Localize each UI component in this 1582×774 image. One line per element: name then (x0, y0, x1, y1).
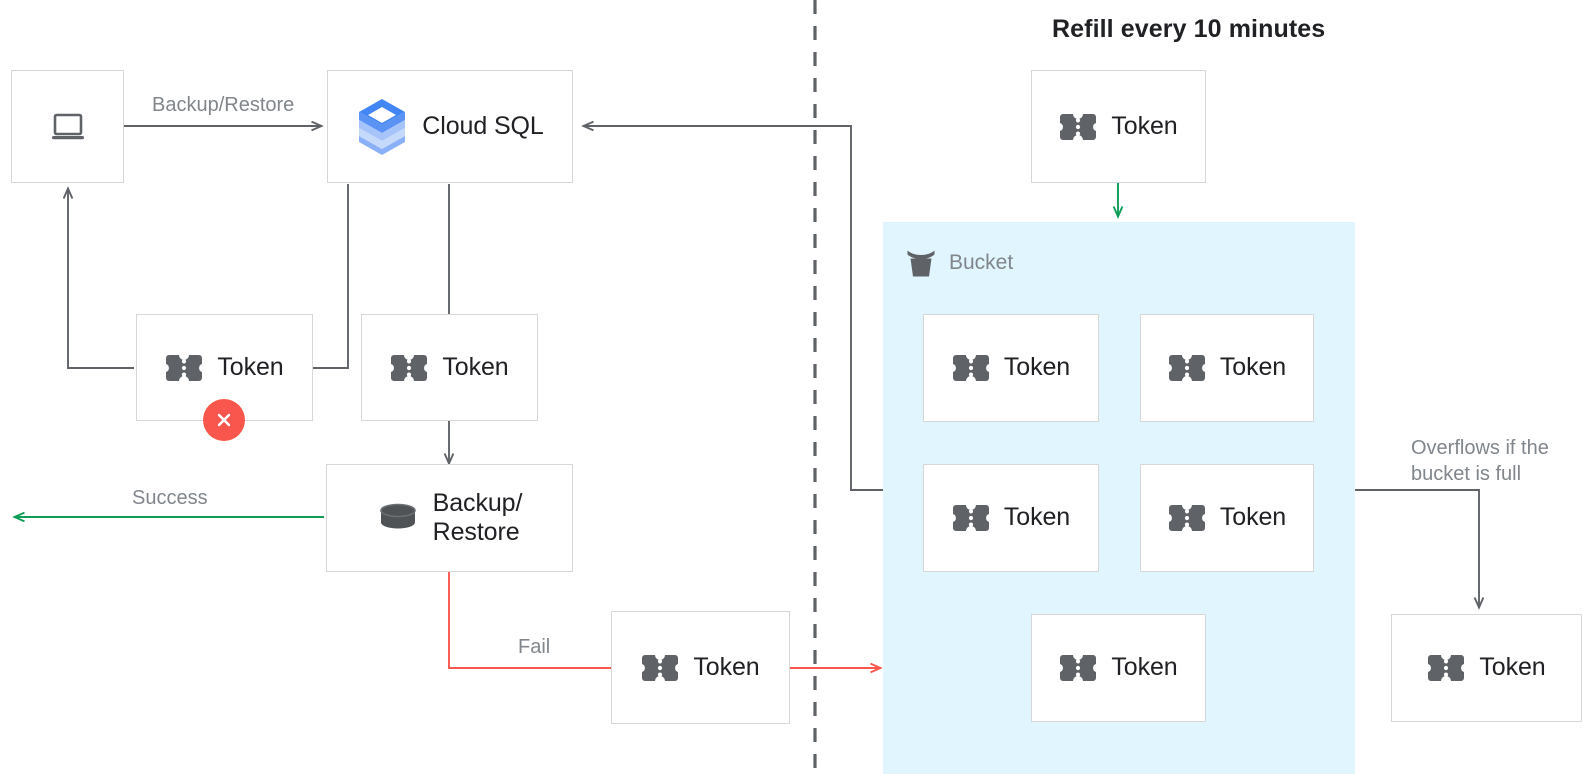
node-token-consumed[interactable]: Token (361, 314, 538, 421)
bucket-label: Bucket (949, 251, 1014, 274)
edge-token-failed-to-client (68, 188, 134, 369)
laptop-icon (48, 111, 88, 143)
bucket-icon (904, 248, 938, 278)
node-backup-restore[interactable]: Backup/ Restore (326, 464, 573, 572)
edge-cloudsql-to-token-failed (313, 184, 349, 369)
node-backup-restore-label: Backup/ Restore (432, 488, 523, 547)
node-bucket-token-4[interactable]: Token (1140, 464, 1314, 572)
node-cloud-sql-label: Cloud SQL (422, 111, 544, 140)
edge-label-backup-restore: Backup/Restore (152, 94, 295, 116)
bucket-label-group: Bucket (904, 248, 1013, 278)
node-token-refill[interactable]: Token (1031, 70, 1206, 183)
token-icon (952, 353, 990, 383)
token-icon (952, 503, 990, 533)
token-icon (390, 353, 428, 383)
node-bucket-token-1[interactable]: Token (923, 314, 1099, 422)
node-token-fail-return-label: Token (693, 652, 760, 681)
node-token-consumed-label: Token (442, 352, 509, 381)
node-token-overflow-label: Token (1479, 653, 1546, 682)
edge-label-fail: Fail (518, 636, 551, 658)
token-icon (1168, 353, 1206, 383)
node-token-fail-return[interactable]: Token (611, 611, 790, 724)
token-icon (641, 653, 679, 683)
node-bucket-token-4-label: Token (1219, 503, 1287, 532)
token-icon (1427, 653, 1465, 683)
edge-label-overflow: Overflows if the bucket is full (1411, 437, 1549, 485)
node-token-overflow[interactable]: Token (1391, 614, 1582, 722)
node-bucket-token-2[interactable]: Token (1140, 314, 1314, 422)
node-bucket-token-3-label: Token (1003, 503, 1071, 532)
node-token-failed-label: Token (217, 352, 284, 381)
close-icon (217, 413, 231, 427)
edge-bucket-to-cloudsql (583, 126, 883, 491)
node-bucket-token-3[interactable]: Token (923, 464, 1099, 572)
node-cloud-sql[interactable]: Cloud SQL (327, 70, 573, 183)
edge-fail (448, 572, 611, 669)
token-icon (1059, 653, 1097, 683)
node-bucket-token-5-label: Token (1111, 653, 1178, 682)
token-icon (1168, 503, 1206, 533)
edge-label-success: Success (132, 487, 208, 509)
diagram-title: Refill every 10 minutes (1052, 15, 1326, 43)
edge-overflow (1355, 489, 1479, 608)
node-client[interactable] (11, 70, 124, 183)
node-bucket-token-5[interactable]: Token (1031, 614, 1206, 722)
node-bucket-token-1-label: Token (1003, 353, 1071, 382)
cloud-sql-icon (356, 98, 408, 156)
database-icon (377, 502, 419, 534)
token-icon (1059, 112, 1097, 142)
node-token-refill-label: Token (1111, 111, 1178, 140)
token-icon (165, 353, 203, 383)
node-bucket-token-2-label: Token (1219, 353, 1287, 382)
error-x-badge (203, 399, 245, 441)
